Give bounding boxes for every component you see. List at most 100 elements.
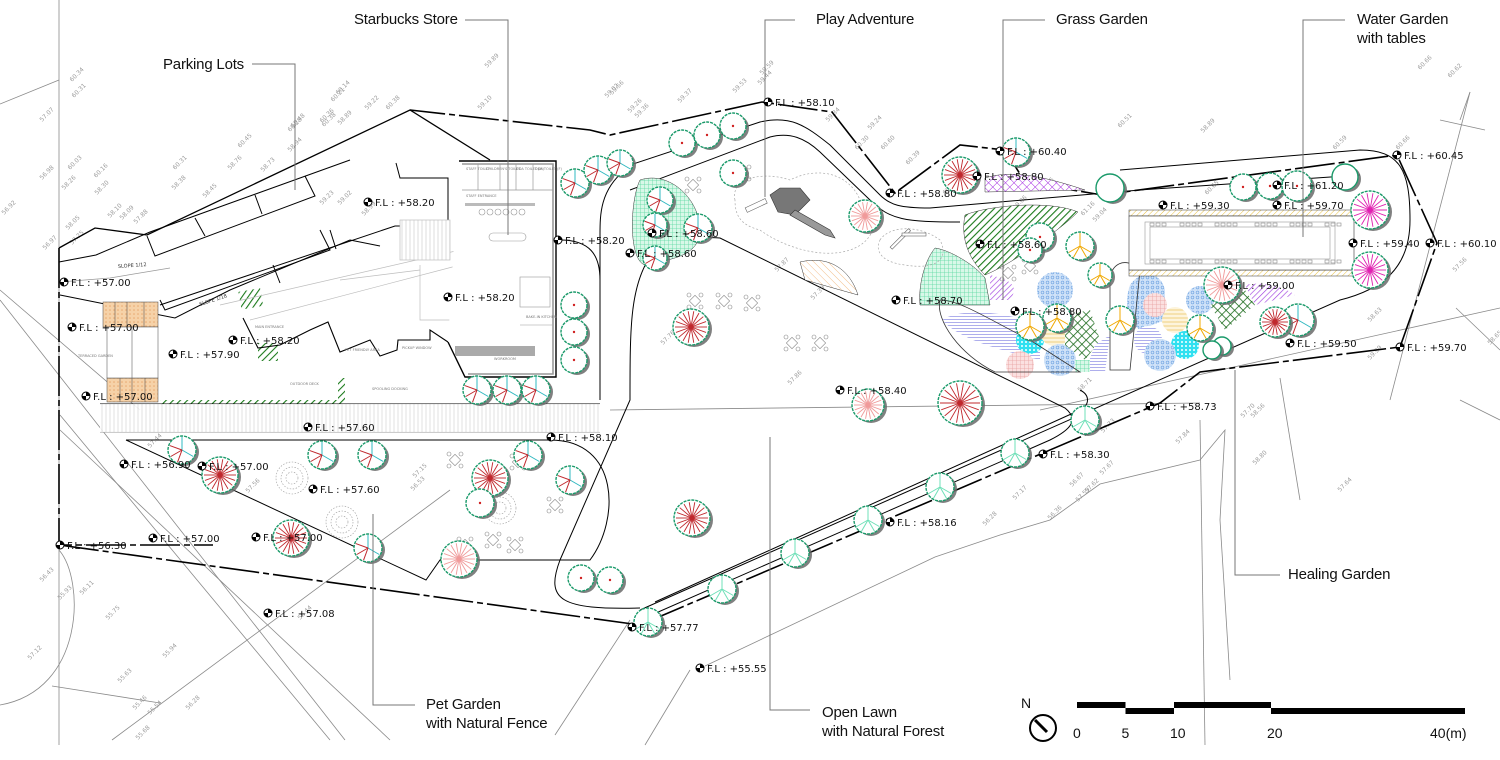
fl-label: F.L : +58.60 — [637, 249, 697, 260]
fl-label: F.L : +60.10 — [1437, 239, 1497, 250]
tree-icon — [462, 375, 494, 406]
table-seat — [1272, 259, 1278, 264]
table-seat — [1197, 222, 1203, 227]
table-seat — [1307, 222, 1313, 227]
table-seat — [1191, 222, 1197, 227]
room-dda-toilet-m: DDA TOILET (M) — [516, 167, 545, 171]
fl-marker: F.L : +58.60 — [647, 228, 719, 240]
spot-height: 57.56 — [1451, 256, 1468, 273]
north-arrow: N — [1021, 695, 1057, 742]
tree-icon — [633, 607, 665, 638]
table-set-icon — [484, 531, 502, 549]
fl-label: F.L : +57.60 — [315, 423, 375, 434]
tree-icon — [1186, 314, 1216, 343]
tree-icon — [471, 459, 511, 498]
table-seat — [1272, 222, 1278, 227]
tree-icon — [201, 456, 241, 495]
scale-segment — [1174, 702, 1271, 708]
spot-height: 60.31 — [171, 154, 188, 171]
fl-marker: F.L : +60.45 — [1392, 150, 1464, 162]
label-healing-garden: Healing Garden — [1288, 566, 1391, 583]
tree-icon — [1065, 231, 1097, 262]
table-seat — [1301, 259, 1307, 264]
fl-marker: F.L : +61.20 — [1272, 180, 1344, 192]
tree-icon — [1281, 303, 1317, 338]
promenade — [100, 404, 600, 432]
tree-icon — [719, 159, 749, 188]
table-seat — [1191, 259, 1197, 264]
fl-marker: F.L : +58.60 — [625, 248, 697, 260]
label-play-adventure: Play Adventure — [816, 11, 915, 28]
fl-label: F.L : +57.00 — [209, 462, 269, 473]
tree-icon — [1105, 305, 1137, 336]
tree-icon — [1351, 251, 1391, 290]
fl-label: F.L : +57.77 — [639, 623, 699, 634]
tree-icon — [1015, 311, 1047, 342]
tree-icon — [1000, 438, 1032, 469]
spot-height: 59.22 — [363, 94, 380, 111]
tree-icon — [1017, 237, 1045, 264]
fl-label: F.L : +58.80 — [1022, 307, 1082, 318]
spot-height: 56.98 — [38, 164, 55, 181]
fl-label: F.L : +60.40 — [1007, 147, 1067, 158]
spot-height: 60.39 — [904, 149, 921, 166]
tree-icon — [853, 505, 885, 536]
fl-marker: F.L : +59.00 — [1223, 280, 1295, 292]
room-outdoor-deck: OUTDOOR DECK — [290, 382, 320, 386]
tree-icon — [521, 375, 553, 406]
spot-height: 60.45 — [236, 132, 253, 149]
fl-label: F.L : +57.60 — [320, 485, 380, 496]
fl-label: F.L : +59.30 — [1170, 201, 1230, 212]
fl-marker: F.L : +55.55 — [695, 663, 767, 675]
fl-label: F.L : +58.20 — [565, 236, 625, 247]
tree-icon — [513, 440, 545, 471]
fl-label: F.L : +57.00 — [160, 534, 220, 545]
water-garden — [1128, 209, 1355, 277]
table-seat — [1220, 259, 1226, 264]
table-seat — [1179, 222, 1185, 227]
fl-marker: F.L : +59.40 — [1348, 238, 1420, 250]
table-seat — [1232, 259, 1238, 264]
spot-height: 58.71 — [1076, 376, 1093, 393]
spot-height: 60.66 — [1416, 54, 1433, 71]
fl-label: F.L : +58.10 — [775, 98, 835, 109]
north-label: N — [1021, 695, 1031, 711]
table-set-icon — [999, 264, 1017, 282]
table-set-icon — [446, 451, 464, 469]
fl-marker: F.L : +58.40 — [835, 385, 907, 397]
water-table-row — [1149, 222, 1342, 264]
spot-height: 55.63 — [116, 667, 133, 684]
tree-icon — [606, 149, 636, 178]
fl-label: F.L : +58.60 — [987, 240, 1047, 251]
tree-icon — [707, 574, 739, 605]
fl-label: F.L : +57.00 — [263, 533, 323, 544]
tree-icon — [1350, 190, 1392, 231]
table-seat — [1289, 259, 1295, 264]
spot-height: 55.94 — [161, 642, 178, 659]
fl-label: F.L : +55.55 — [707, 664, 767, 675]
spot-height: 59.24 — [866, 114, 883, 131]
tree-icon — [167, 435, 199, 466]
tree-icon — [560, 346, 590, 375]
fl-marker: F.L : +57.00 — [251, 532, 323, 544]
slope-label-1: SLOPE 1/12 — [118, 262, 147, 270]
tree-icon — [1095, 173, 1127, 204]
spot-height: 56.11 — [78, 579, 95, 596]
spot-height: 55.75 — [104, 604, 121, 621]
label-water-garden: Water Garden with tables — [1357, 10, 1448, 48]
spot-height: 57.86 — [786, 369, 803, 386]
spot-height: 59.56 — [608, 79, 625, 96]
tree-icon — [780, 538, 812, 569]
spot-height: 60.66 — [1394, 134, 1411, 151]
fl-marker: F.L : +58.20 — [363, 197, 435, 209]
fl-marker: F.L : +58.70 — [891, 295, 963, 307]
fl-marker: F.L : +56.30 — [55, 540, 127, 552]
fl-marker: F.L : +58.80 — [885, 188, 957, 200]
spot-height: 60.34 — [68, 66, 85, 83]
slope-label-2: SLOPE 1/18 — [199, 293, 228, 308]
label-pet-garden: Pet Garden with Natural Fence — [426, 695, 548, 733]
scale-tick-label: 20 — [1267, 725, 1283, 741]
table-seat — [1336, 259, 1342, 264]
table-seat — [1260, 222, 1266, 227]
tree-icon — [1229, 173, 1259, 202]
